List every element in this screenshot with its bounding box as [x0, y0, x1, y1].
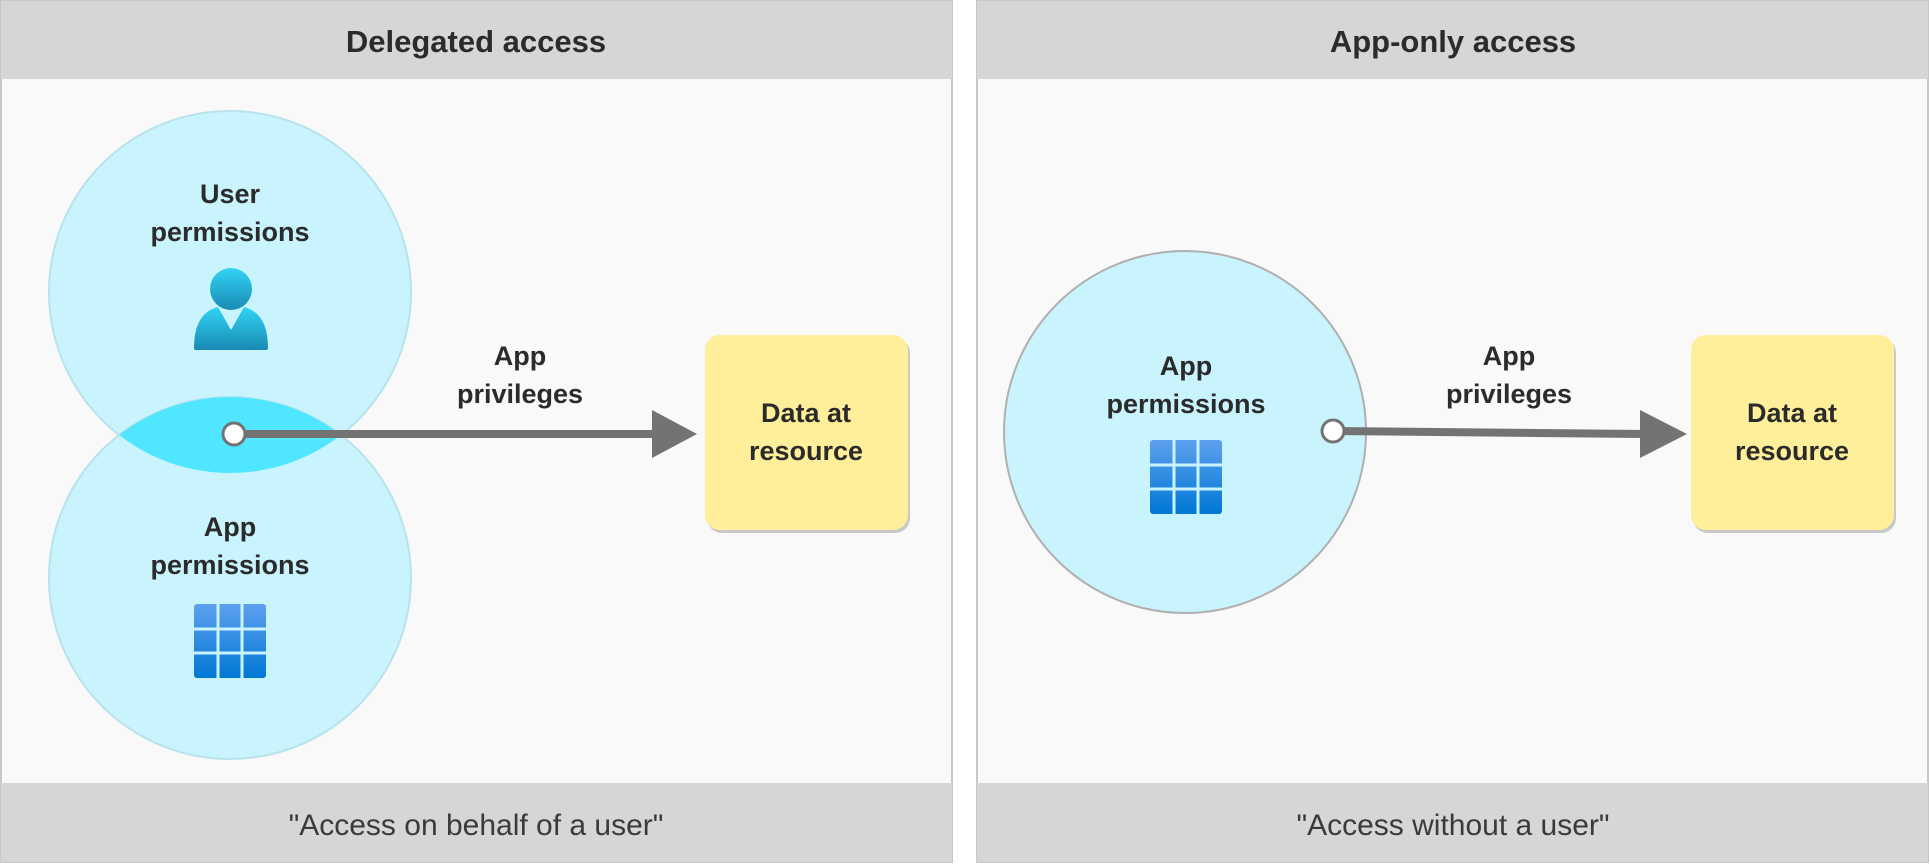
- panel-header: [1, 1, 952, 79]
- user-label-line2: permissions: [150, 217, 309, 247]
- panel-title: Delegated access: [346, 24, 606, 59]
- user-label-line1: User: [200, 179, 261, 209]
- privileges-arrow: [1320, 410, 1687, 458]
- app-label-line1: App: [204, 512, 256, 542]
- arrow-label-line1: App: [1483, 341, 1535, 371]
- resource-line1: Data at: [761, 398, 851, 428]
- app-only-panel: App-only access App permissions App priv…: [976, 0, 1929, 863]
- arrow-label-line2: privileges: [457, 379, 583, 409]
- panel-footer-text: "Access without a user": [1296, 809, 1609, 842]
- privileges-arrow: [221, 410, 697, 458]
- resource-line2: resource: [1735, 436, 1849, 466]
- app-grid-icon: [192, 602, 268, 680]
- panel-title: App-only access: [1330, 24, 1576, 59]
- app-permissions-circle: [1003, 250, 1367, 614]
- app-grid-icon: [1148, 438, 1224, 516]
- arrow-label-line1: App: [494, 341, 546, 371]
- resource-line2: resource: [749, 436, 863, 466]
- resource-line1: Data at: [1747, 398, 1837, 428]
- panel-footer: [1, 783, 952, 862]
- panel-footer: [977, 783, 1928, 862]
- panel-header: [977, 1, 1928, 79]
- app-label-line1: App: [1160, 351, 1212, 381]
- arrow-label-line2: privileges: [1446, 379, 1572, 409]
- data-resource-box: [1691, 335, 1894, 530]
- app-label-line2: permissions: [1106, 389, 1265, 419]
- panel-footer-text: "Access on behalf of a user": [289, 809, 664, 842]
- data-resource-box: [705, 335, 908, 530]
- user-icon: [194, 268, 268, 350]
- app-label-line2: permissions: [150, 550, 309, 580]
- delegated-panel: Delegated access User permissions App pe…: [0, 0, 953, 863]
